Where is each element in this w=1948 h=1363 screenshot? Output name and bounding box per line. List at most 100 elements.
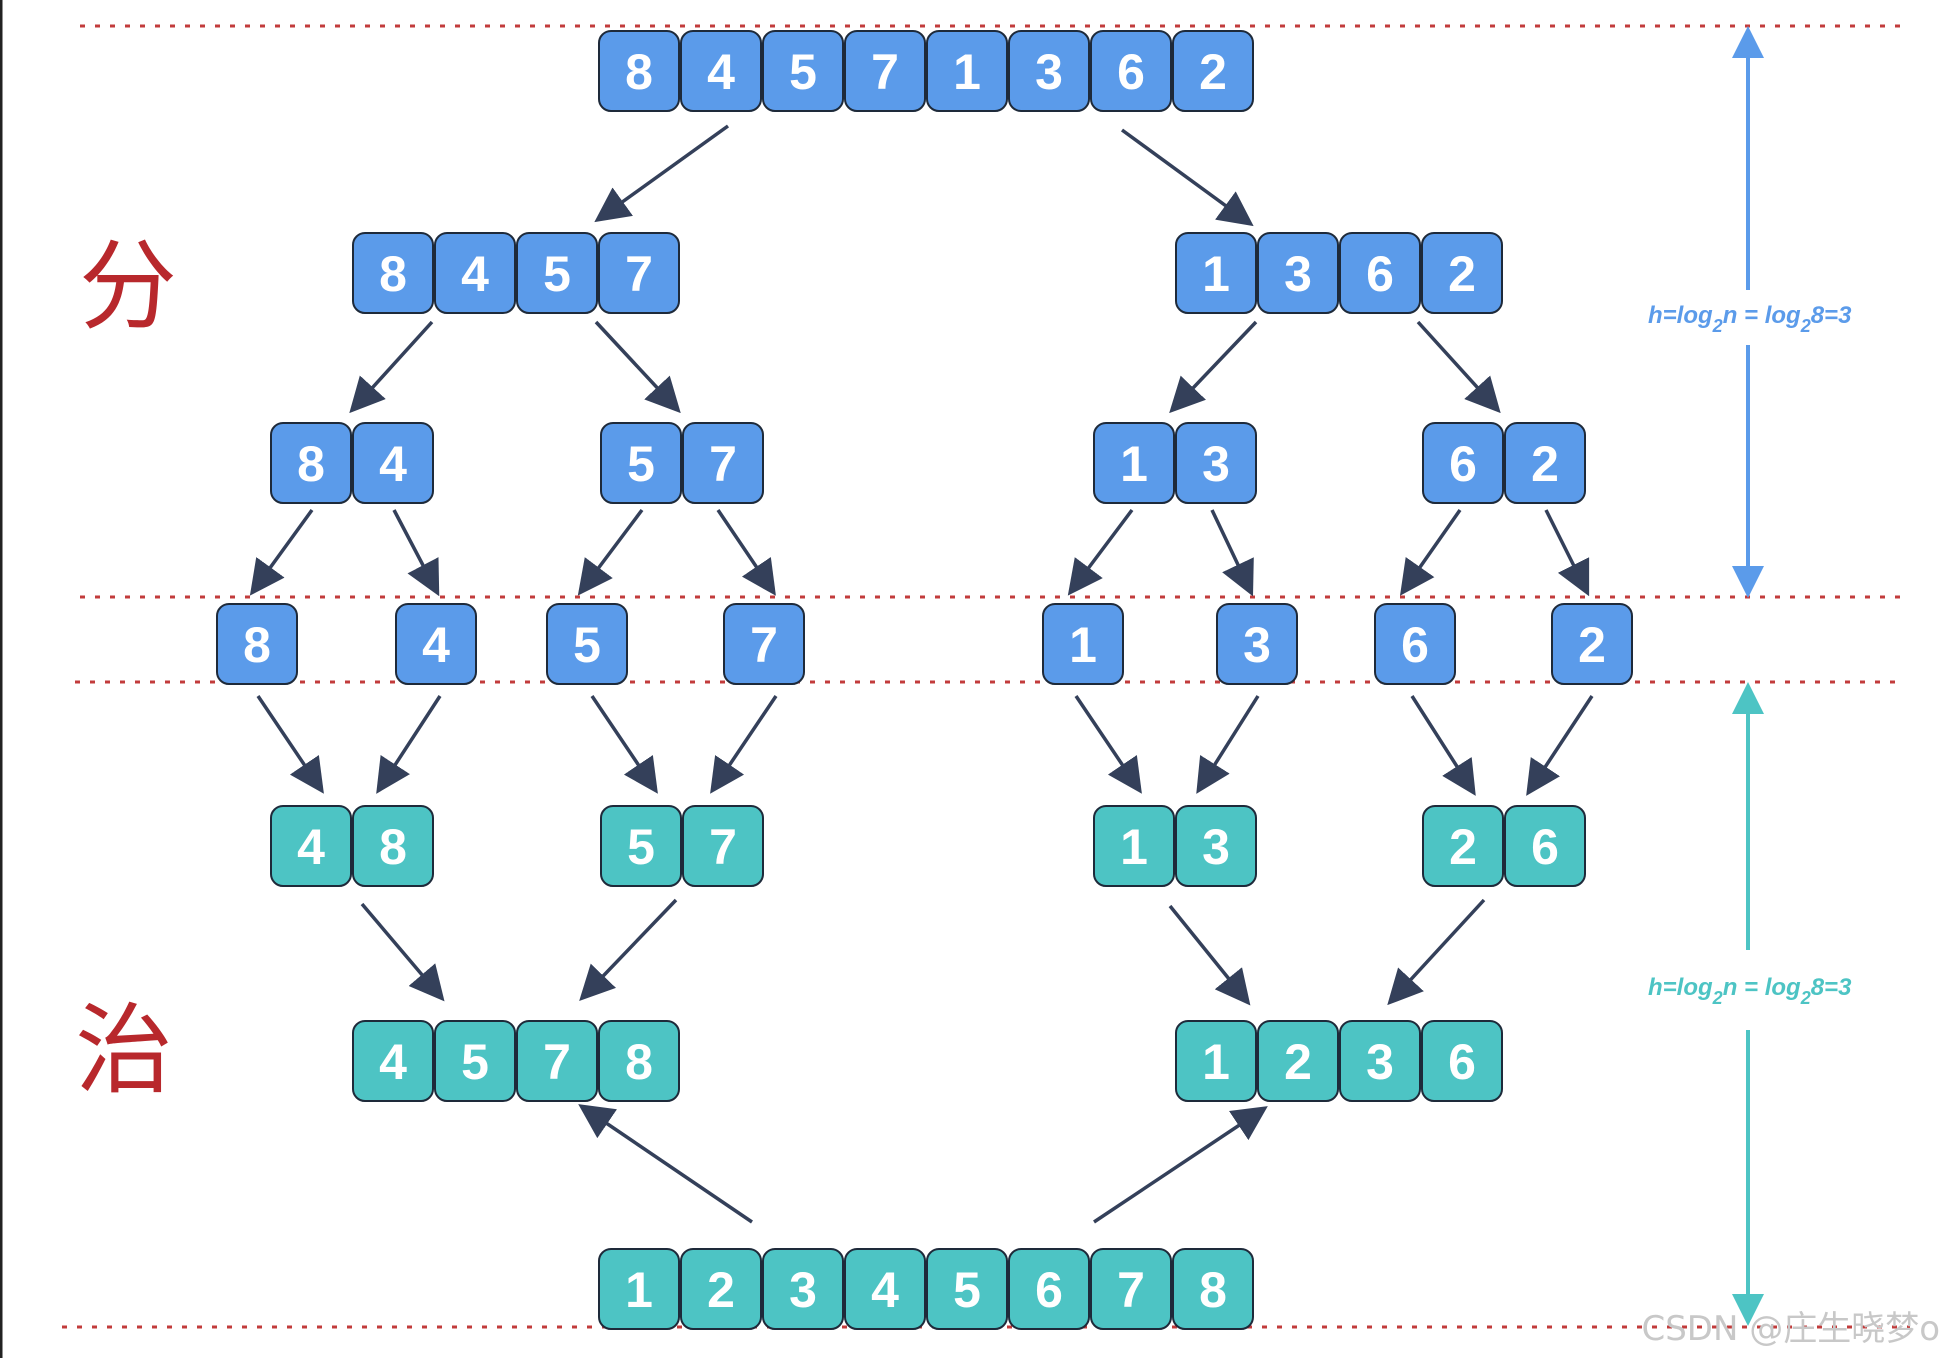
cell-value: 8	[1199, 1262, 1227, 1318]
array-cell	[844, 1248, 926, 1330]
divide-level3-group-0: 8	[216, 603, 298, 685]
flow-arrow	[360, 902, 445, 1002]
flow-arrow	[577, 508, 644, 596]
cell-value: 1	[1202, 246, 1230, 302]
array-cell	[1175, 232, 1257, 314]
array-cell	[723, 603, 805, 685]
divide-level3-group-6: 6	[1374, 603, 1456, 685]
array-cell	[1504, 422, 1586, 504]
array-cell	[1042, 603, 1124, 685]
cell-value: 6	[1117, 44, 1145, 100]
cell-value: 7	[709, 436, 737, 492]
cell-value: 7	[543, 1034, 571, 1090]
flow-arrow	[579, 898, 678, 1002]
flow-arrow	[1399, 508, 1462, 596]
cell-value: 5	[573, 617, 601, 673]
cell-value: 4	[707, 44, 735, 100]
flow-arrow	[1074, 695, 1142, 794]
array-cell	[434, 232, 516, 314]
cell-value: 1	[953, 44, 981, 100]
array-cell	[680, 1248, 762, 1330]
array-cell	[598, 30, 680, 112]
array-cell	[1257, 232, 1339, 314]
watermark: CSDN @庄生晓梦o	[1641, 1309, 1940, 1349]
array-cell	[1008, 1248, 1090, 1330]
divide-height-formula: h=log2n = log28=3	[1648, 302, 1852, 336]
array-cell	[1421, 232, 1503, 314]
cell-value: 6	[1035, 1262, 1063, 1318]
array-cell	[1172, 30, 1254, 112]
array-cell	[1175, 805, 1257, 887]
arrows	[249, 124, 1594, 1224]
cell-value: 4	[871, 1262, 899, 1318]
array-cell	[680, 30, 762, 112]
cell-value: 2	[1449, 819, 1477, 875]
cell-value: 3	[1284, 246, 1312, 302]
divide-level3-group-2: 5	[546, 603, 628, 685]
cell-value: 8	[379, 819, 407, 875]
flow-arrow	[710, 695, 778, 794]
cell-value: 3	[1202, 819, 1230, 875]
cell-value: 6	[1366, 246, 1394, 302]
array-cell	[762, 1248, 844, 1330]
cell-value: 7	[1117, 1262, 1145, 1318]
cell-value: 3	[1202, 436, 1230, 492]
array-cell	[600, 422, 682, 504]
array-cell	[1504, 805, 1586, 887]
cell-value: 6	[1448, 1034, 1476, 1090]
divide-level3-group-4: 1	[1042, 603, 1124, 685]
cell-value: 1	[1069, 617, 1097, 673]
flow-arrow	[1196, 695, 1260, 794]
flow-arrow	[594, 320, 681, 414]
cell-value: 2	[1284, 1034, 1312, 1090]
cell-value: 6	[1531, 819, 1559, 875]
conquer-label: 治	[75, 994, 173, 1108]
flow-arrow	[594, 124, 730, 223]
array-cell	[546, 603, 628, 685]
array-cell	[1172, 1248, 1254, 1330]
cell-value: 3	[1243, 617, 1271, 673]
cell-value: 4	[379, 1034, 407, 1090]
flow-arrow	[1169, 320, 1258, 414]
array-cell	[598, 1020, 680, 1102]
cell-value: 5	[953, 1262, 981, 1318]
divide-level3-group-3: 7	[723, 603, 805, 685]
array-cell	[270, 422, 352, 504]
array-cell	[516, 232, 598, 314]
array-cell	[516, 1020, 598, 1102]
cell-value: 5	[461, 1034, 489, 1090]
divide-level3-group-1: 4	[395, 603, 477, 685]
array-cell	[1008, 30, 1090, 112]
array-cell	[1175, 422, 1257, 504]
cell-value: 7	[871, 44, 899, 100]
flow-arrow	[256, 695, 324, 794]
divide-label: 分	[79, 230, 177, 344]
flow-arrow	[249, 508, 314, 596]
array-cell	[844, 30, 926, 112]
cell-value: 7	[750, 617, 778, 673]
array-cell	[1374, 603, 1456, 685]
cell-value: 8	[379, 246, 407, 302]
cell-value: 6	[1401, 617, 1429, 673]
cell-value: 8	[625, 1034, 653, 1090]
array-cell	[352, 232, 434, 314]
divide-level3-group-7: 2	[1551, 603, 1633, 685]
array-cell	[434, 1020, 516, 1102]
cell-value: 4	[461, 246, 489, 302]
cell-value: 4	[422, 617, 450, 673]
cell-value: 1	[1120, 819, 1148, 875]
cell-value: 7	[709, 819, 737, 875]
cell-value: 5	[627, 436, 655, 492]
array-cell	[1216, 603, 1298, 685]
cell-value: 5	[789, 44, 817, 100]
